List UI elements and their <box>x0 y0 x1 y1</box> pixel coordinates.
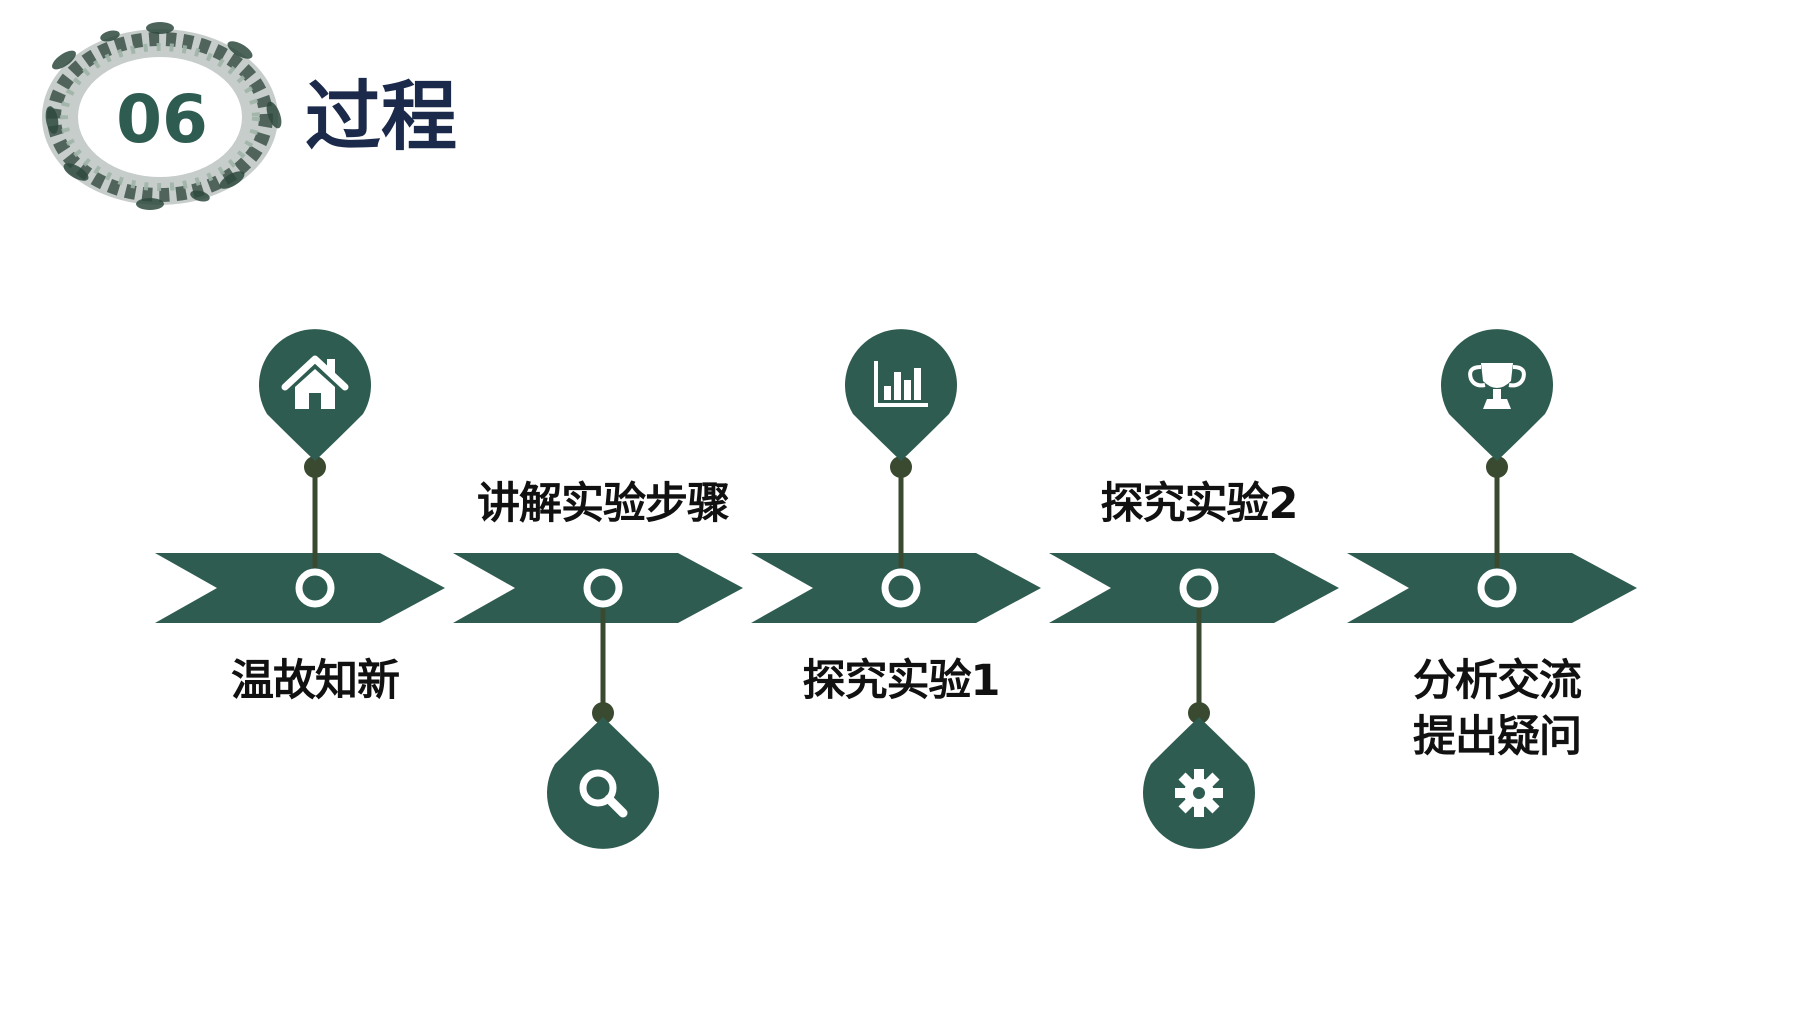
timeline-step <box>1049 553 1339 849</box>
section-number: 06 <box>116 81 208 158</box>
pin-marker <box>259 329 371 461</box>
step-label: 探究实验1 <box>802 653 1001 709</box>
step-label-line: 分析交流 <box>1413 656 1582 706</box>
timeline-step <box>751 329 1041 623</box>
step-label-line: 讲解实验步骤 <box>477 479 730 529</box>
step-node <box>295 568 335 608</box>
step-node <box>1477 568 1517 608</box>
step-node <box>881 568 921 608</box>
connector-dot <box>890 456 912 478</box>
step-label: 讲解实验步骤 <box>477 476 730 532</box>
connector-dot <box>1486 456 1508 478</box>
step-label: 分析交流提出疑问 <box>1413 653 1582 765</box>
timeline-step <box>155 329 445 623</box>
step-label: 温故知新 <box>231 653 400 709</box>
trophy-icon <box>1468 363 1526 409</box>
pin-marker <box>547 717 660 849</box>
step-label-line: 提出疑问 <box>1413 712 1582 762</box>
step-node <box>1179 568 1219 608</box>
connector-dot <box>1188 702 1210 724</box>
bar-chart-icon <box>874 361 928 407</box>
timeline <box>155 329 1637 849</box>
leaf-wreath-icon <box>42 22 282 210</box>
connector-dot <box>304 456 326 478</box>
search-icon <box>579 769 628 818</box>
step-label-line: 探究实验2 <box>1100 479 1299 529</box>
connector-dot <box>592 702 614 724</box>
step-label: 探究实验2 <box>1100 476 1299 532</box>
page-title: 过程 <box>305 72 457 161</box>
section-badge: 06 <box>42 22 282 210</box>
step-node <box>583 568 623 608</box>
pin-marker <box>845 329 958 461</box>
timeline-step <box>453 553 743 849</box>
step-label-line: 探究实验1 <box>802 656 1001 706</box>
home-icon <box>281 355 349 409</box>
step-label-line: 温故知新 <box>231 656 400 706</box>
gear-icon <box>1175 769 1223 817</box>
timeline-step <box>1347 329 1637 623</box>
